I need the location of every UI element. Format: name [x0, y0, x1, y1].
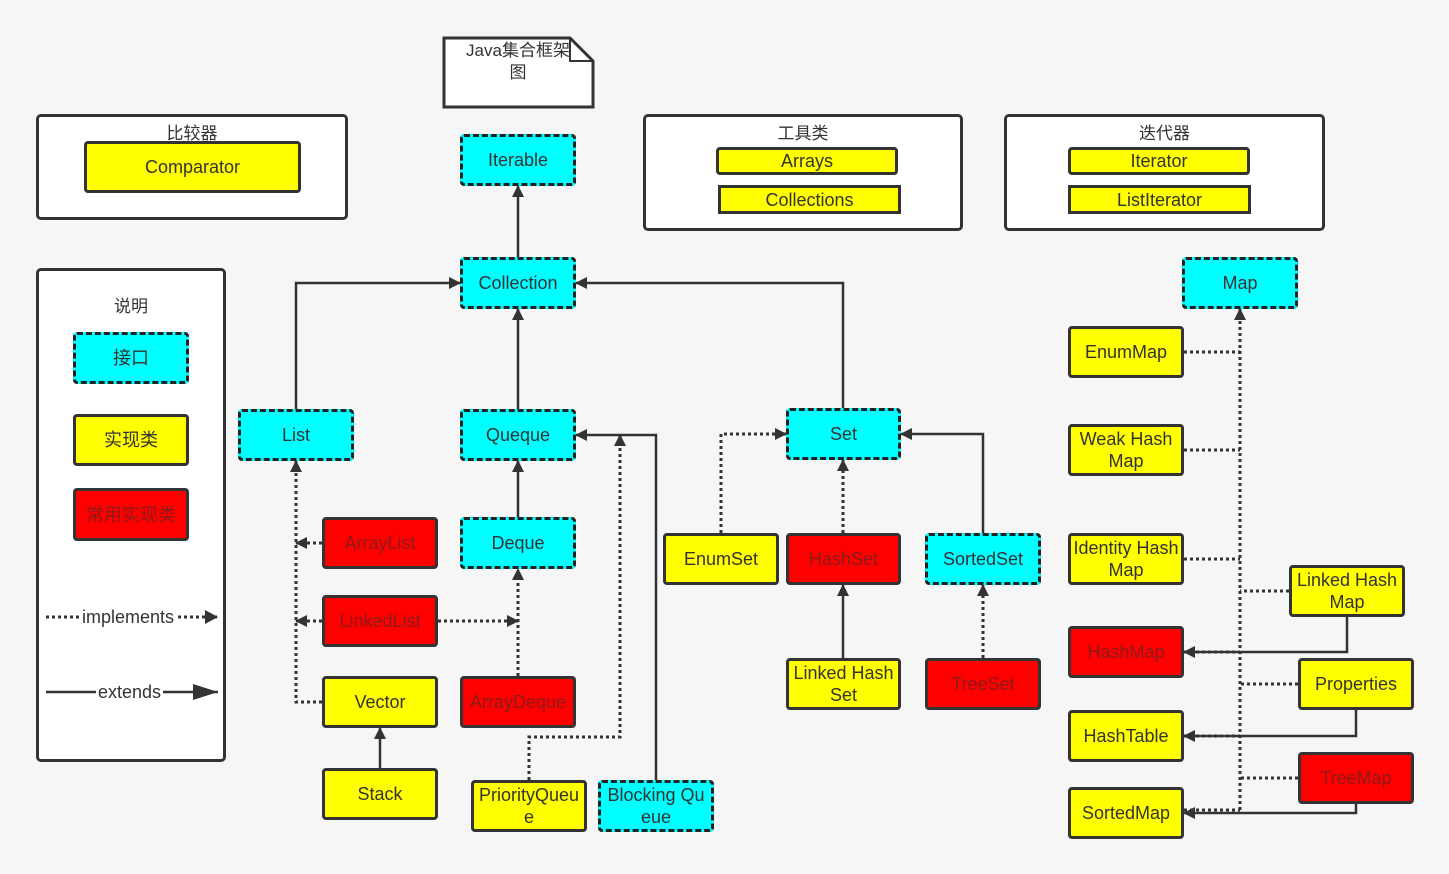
- node-arraydeque[interactable]: ArrayDeque: [460, 676, 576, 728]
- node-collections[interactable]: Collections: [718, 185, 901, 214]
- node-treemap[interactable]: TreeMap: [1298, 752, 1414, 804]
- node-stack[interactable]: Stack: [322, 768, 438, 820]
- node-deque[interactable]: Deque: [460, 517, 576, 569]
- node-identityhashmap[interactable]: Identity HashMap: [1068, 533, 1184, 585]
- iterators-group-title: 迭代器: [1139, 124, 1190, 143]
- title-note: Java集合框架 图: [448, 40, 588, 84]
- node-linkedhashset[interactable]: Linked HashSet: [786, 658, 901, 710]
- node-hashset[interactable]: HashSet: [786, 533, 901, 585]
- edge-sortedset-set: [900, 428, 985, 533]
- node-comparator[interactable]: Comparator: [84, 141, 301, 193]
- node-list[interactable]: List: [238, 409, 354, 461]
- legend-extends-label: extends: [96, 682, 164, 703]
- edge-blockingqueue-queque: [575, 429, 658, 780]
- node-set[interactable]: Set: [786, 408, 901, 460]
- node-iterable[interactable]: Iterable: [460, 134, 576, 186]
- edge-set-collection: [575, 277, 845, 408]
- node-linkedlist[interactable]: LinkedList: [322, 595, 438, 647]
- node-sortedset[interactable]: SortedSet: [925, 533, 1041, 585]
- edge-properties-hashtable: [1183, 710, 1358, 742]
- node-blockingqueue[interactable]: Blocking Queue: [598, 780, 714, 832]
- node-vector[interactable]: Vector: [322, 676, 438, 728]
- node-treeset[interactable]: TreeSet: [925, 658, 1041, 710]
- edge-priorityqueue-queque: [527, 434, 626, 780]
- node-iterator[interactable]: Iterator: [1068, 147, 1250, 175]
- node-priorityqueue[interactable]: PriorityQueue: [471, 780, 587, 832]
- node-queque[interactable]: Queque: [460, 409, 576, 461]
- node-arrays[interactable]: Arrays: [716, 147, 898, 175]
- node-collection[interactable]: Collection: [460, 257, 576, 309]
- title-note-line2: 图: [509, 63, 527, 82]
- title-note-shape: [442, 36, 595, 109]
- legend-implements-label: implements: [80, 607, 177, 628]
- node-weakhashmap[interactable]: Weak HashMap: [1068, 424, 1184, 476]
- node-hashtable[interactable]: HashTable: [1068, 710, 1184, 762]
- tools-group-title: 工具类: [777, 124, 829, 143]
- node-linkedhashmap[interactable]: Linked HashMap: [1289, 565, 1405, 617]
- node-map[interactable]: Map: [1182, 257, 1298, 309]
- edge-list-collection: [294, 277, 461, 409]
- node-enummap[interactable]: EnumMap: [1068, 326, 1184, 378]
- title-note-line1: Java集合框架: [466, 41, 570, 60]
- legend-title: 说明: [114, 297, 148, 316]
- comparator-group-title: 比较器: [166, 124, 218, 143]
- node-hashmap[interactable]: HashMap: [1068, 626, 1184, 678]
- edge-treemap-sortedmap: [1183, 804, 1358, 819]
- edge-linkedhashmap-hashmap: [1183, 617, 1349, 658]
- node-arraylist[interactable]: ArrayList: [322, 517, 438, 569]
- node-listiterator[interactable]: ListIterator: [1068, 185, 1251, 214]
- legend-interface: 接口: [73, 332, 189, 384]
- edge-vector-list: [290, 460, 322, 704]
- node-sortedmap[interactable]: SortedMap: [1068, 787, 1184, 839]
- legend-common: 常用实现类: [73, 488, 189, 541]
- node-enumset[interactable]: EnumSet: [663, 533, 779, 585]
- edge-enumset-set: [719, 428, 787, 533]
- node-properties[interactable]: Properties: [1298, 658, 1414, 710]
- legend-implementation: 实现类: [73, 414, 189, 466]
